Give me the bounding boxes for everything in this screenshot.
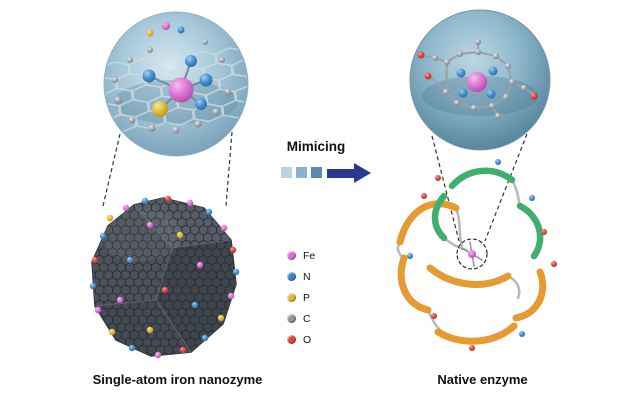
legend-label: N — [303, 270, 311, 283]
gradient-square-2 — [296, 167, 307, 178]
n-legend-dot — [287, 272, 296, 281]
protein-helices-orange — [396, 200, 547, 345]
left-inset-circle — [103, 11, 249, 157]
legend-item-n: N — [287, 266, 315, 287]
legend-item-fe: Fe — [287, 245, 315, 266]
heme-oxygens — [417, 51, 538, 100]
o-legend-dot — [287, 335, 296, 344]
protein-surface-oxygens — [421, 175, 557, 351]
atom-legend: Fe N P C O — [287, 245, 315, 350]
p-atom-small — [146, 29, 154, 37]
gradient-square-1 — [281, 167, 292, 178]
protein-surface-nitrogens — [407, 159, 535, 337]
n-atom — [185, 55, 197, 67]
heme-fe-atom — [467, 72, 487, 92]
p-legend-dot — [287, 293, 296, 302]
heme-carbons — [432, 39, 527, 119]
facet-edges — [94, 197, 232, 353]
legend-item-p: P — [287, 287, 315, 308]
n-atom-small — [177, 26, 185, 34]
fe-atom-small — [162, 22, 170, 30]
fe-atom — [168, 77, 194, 103]
p-atom — [152, 101, 168, 117]
legend-item-c: C — [287, 308, 315, 329]
right-caption: Native enzyme — [437, 372, 528, 387]
left-zoom-connectors — [102, 131, 233, 207]
protein-helices-green — [431, 167, 544, 260]
arrow-head-icon — [354, 163, 371, 183]
gradient-squares — [281, 167, 322, 178]
dopant-dots — [89, 195, 240, 359]
carbon-atoms — [112, 39, 232, 134]
fe-legend-dot — [287, 251, 296, 260]
active-site-marker — [456, 238, 488, 270]
n-atom — [142, 69, 156, 83]
n-atom — [199, 73, 213, 87]
mimicking-label: Mimicing — [286, 139, 346, 154]
right-inset-circle — [409, 9, 551, 151]
left-caption: Single-atom iron nanozyme — [92, 372, 263, 387]
legend-label: C — [303, 312, 311, 325]
legend-item-o: O — [287, 329, 315, 350]
legend-label: Fe — [303, 249, 316, 262]
mimicking-arrow — [327, 163, 373, 183]
legend-label: O — [303, 333, 312, 346]
c-legend-dot — [287, 314, 296, 323]
n-atom — [195, 98, 207, 110]
legend-label: P — [303, 291, 311, 304]
native-enzyme-ribbon — [396, 159, 557, 351]
right-zoom-connectors — [431, 133, 528, 242]
arrow-shaft — [327, 169, 354, 178]
heme-nitrogens — [456, 66, 498, 99]
gradient-square-3 — [311, 167, 322, 178]
nanozyme-particle — [89, 195, 240, 359]
